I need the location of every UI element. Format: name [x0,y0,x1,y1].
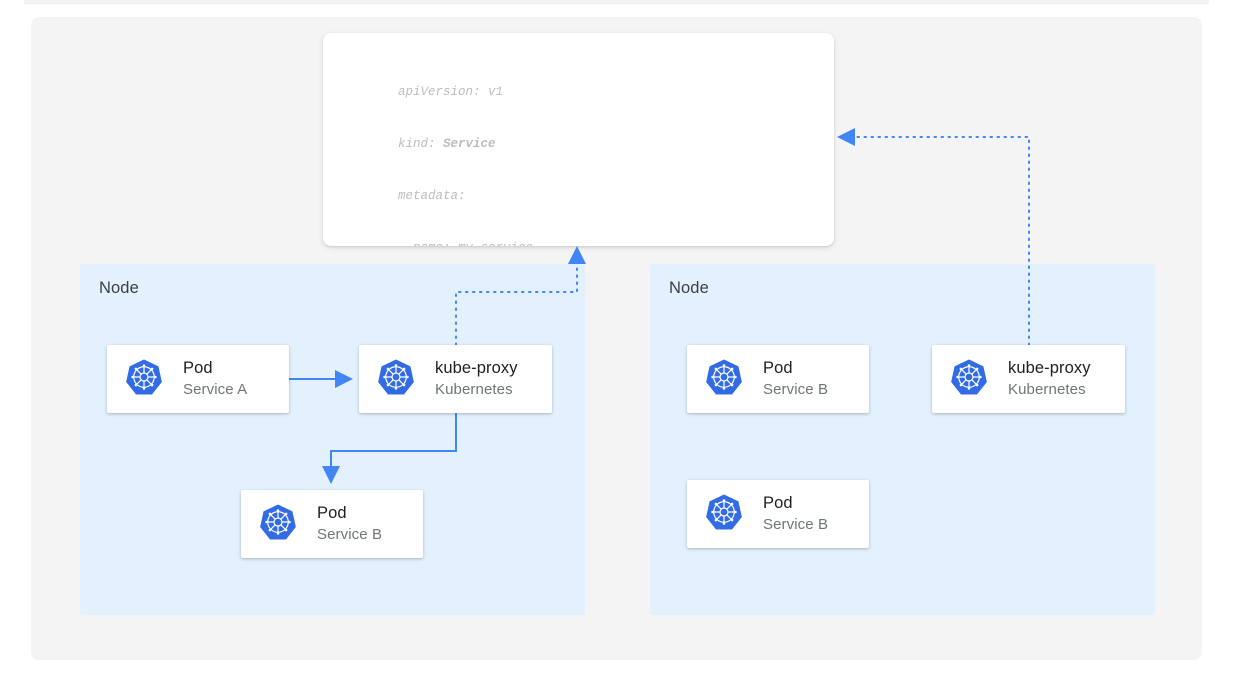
card-text: kube-proxy Kubernetes [1008,358,1091,400]
top-edge-strip [24,0,1209,4]
card-subtitle: Service A [183,381,248,398]
card-pod-service-b-right-bottom[interactable]: Pod Service B [687,480,869,548]
card-kube-proxy-right[interactable]: kube-proxy Kubernetes [932,345,1125,413]
card-subtitle: Kubernetes [1008,381,1086,398]
kubernetes-icon [705,358,743,401]
card-pod-service-a[interactable]: Pod Service A [107,345,289,413]
yaml-line-metadata: metadata: [398,189,466,204]
kubernetes-icon [125,358,163,401]
kubernetes-icon [259,503,297,546]
kubernetes-icon [950,358,988,401]
card-title: Pod [317,504,347,522]
yaml-line-name: name: my-service [398,240,826,246]
yaml-kind-value: Service [443,137,496,152]
node-container-left: Node [80,264,585,615]
kubernetes-icon [377,358,415,401]
card-pod-service-b-right-top[interactable]: Pod Service B [687,345,869,413]
card-title: Pod [763,494,793,512]
card-text: kube-proxy Kubernetes [435,358,518,400]
yaml-line-apiversion: apiVersion: v1 [398,84,504,99]
card-text: Pod Service B [317,503,382,545]
yaml-line-kind: kind: Service [398,136,826,153]
card-subtitle: Kubernetes [435,381,513,398]
card-text: Pod Service B [763,493,828,535]
card-subtitle: Service B [763,516,829,533]
yaml-kind-key: kind: [398,137,444,152]
card-text: Pod Service B [763,358,828,400]
service-manifest-card: apiVersion: v1 kind: Service metadata: n… [323,33,834,246]
card-title: Pod [763,359,793,377]
node-label-left: Node [99,279,139,297]
card-pod-service-b-left[interactable]: Pod Service B [241,490,423,558]
card-kube-proxy-left[interactable]: kube-proxy Kubernetes [359,345,552,413]
kubernetes-icon [705,493,743,536]
card-title: Pod [183,359,213,377]
card-text: Pod Service A [183,358,247,400]
card-title: kube-proxy [1008,359,1091,377]
card-title: kube-proxy [435,359,518,377]
card-subtitle: Service B [317,526,383,543]
service-manifest-code: apiVersion: v1 kind: Service metadata: n… [398,49,826,246]
node-container-right: Node [650,264,1155,615]
node-label-right: Node [669,279,709,297]
card-subtitle: Service B [763,381,829,398]
